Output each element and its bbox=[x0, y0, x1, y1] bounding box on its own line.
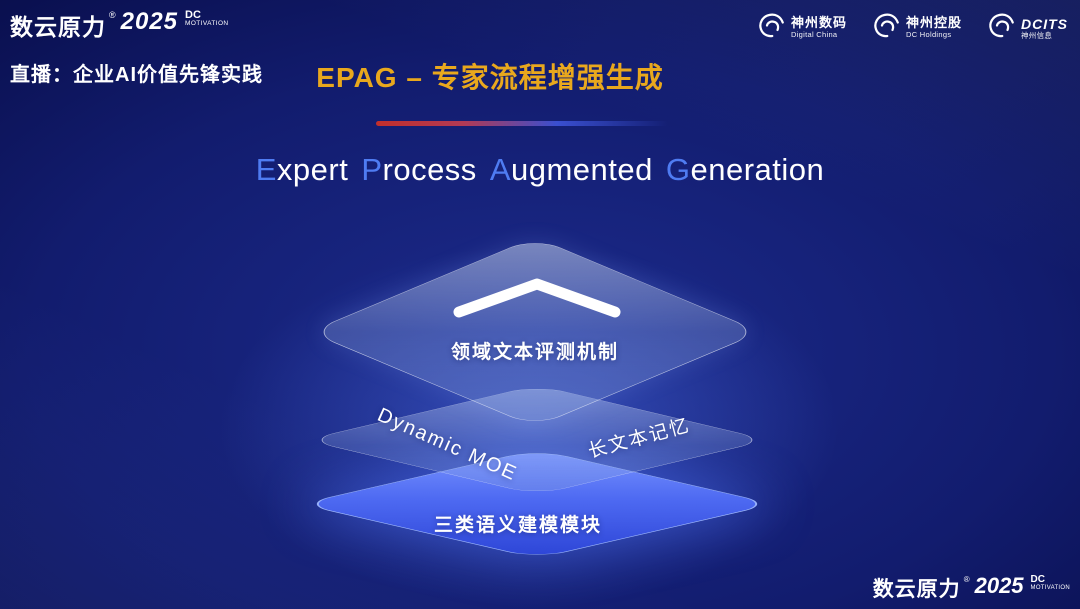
top-layer-label: 领域文本评测机制 bbox=[450, 342, 620, 363]
logo-name: 神州控股 bbox=[905, 15, 962, 31]
brand-logo-bottom-right: 数云原力 ® 2025 DC MOTIVATION bbox=[873, 573, 1070, 603]
footer-registered-mark: ® bbox=[963, 575, 970, 584]
live-stream-label: 直播：企业AI价值先锋实践 bbox=[10, 64, 263, 86]
swirl-icon bbox=[758, 12, 785, 44]
swirl-icon bbox=[988, 12, 1015, 44]
swirl-icon bbox=[873, 12, 900, 44]
footer-brand-subtitle: DC MOTIVATION bbox=[1030, 574, 1070, 592]
logo-name: DCITS bbox=[1021, 15, 1068, 32]
footer-sub2: MOTIVATION bbox=[1030, 585, 1070, 591]
corporate-logos: 神州数码 Digital China 神州控股 DC Holdings DCIT… bbox=[758, 12, 1068, 44]
footer-sub1: DC bbox=[1030, 574, 1045, 585]
footer-brand-name: 数云原力 bbox=[872, 578, 961, 601]
brand-subtitle: DC MOTIVATION bbox=[185, 10, 228, 28]
subtitle-word: Expert bbox=[255, 152, 349, 187]
title-underline-decoration bbox=[376, 121, 668, 126]
brand-logo-top-left: 数云原力 ® 2025 DC MOTIVATION bbox=[10, 8, 229, 42]
logo-dcits: DCITS 神州信息 bbox=[988, 12, 1068, 44]
logo-sub: DC Holdings bbox=[905, 30, 952, 40]
registered-mark: ® bbox=[109, 10, 116, 20]
top-layer-evaluation bbox=[308, 236, 762, 428]
subtitle-word: Generation bbox=[665, 152, 825, 187]
logo-sub: Digital China bbox=[790, 30, 838, 40]
logo-dc-holdings: 神州控股 DC Holdings bbox=[873, 12, 962, 44]
subtitle-word: Process bbox=[361, 152, 477, 187]
page-title: EPAG – 专家流程增强生成 bbox=[316, 62, 664, 93]
english-subtitle: Expert Process Augmented Generation bbox=[0, 152, 1080, 188]
bottom-layer-label: 三类语义建模模块 bbox=[433, 515, 603, 536]
footer-brand-year: 2025 bbox=[974, 573, 1024, 598]
logo-sub: 神州信息 bbox=[1021, 30, 1053, 40]
brand-year: 2025 bbox=[120, 8, 179, 35]
brand-name: 数云原力 bbox=[10, 14, 106, 40]
subtitle-word: Augmented bbox=[489, 152, 653, 187]
logo-digital-china: 神州数码 Digital China bbox=[758, 12, 847, 44]
brand-sub2: MOTIVATION bbox=[185, 20, 229, 27]
chevron-up-icon bbox=[447, 272, 627, 329]
brand-sub1: DC bbox=[185, 9, 201, 21]
logo-name: 神州数码 bbox=[790, 15, 847, 31]
